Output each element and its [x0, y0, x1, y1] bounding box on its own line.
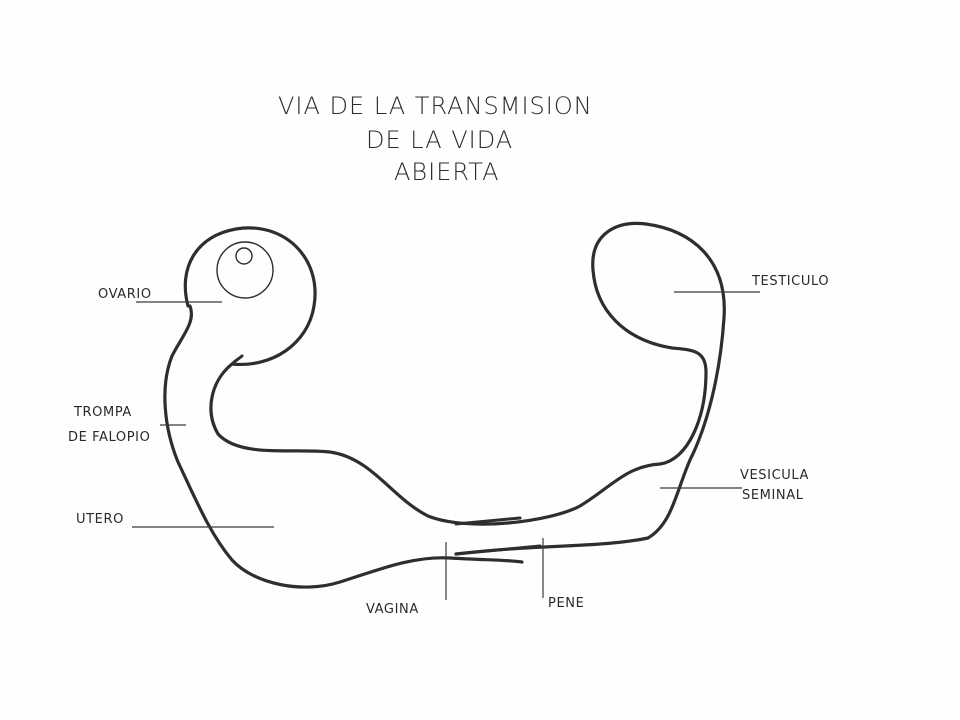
ovum-circle: [235, 247, 253, 265]
label-testiculo: TESTICULO: [752, 274, 830, 289]
junction-upper-line: [454, 516, 522, 526]
title-line-2: DE LA VIDA: [366, 126, 514, 154]
label-utero: UTERO: [76, 512, 124, 527]
label-trompa-line2: DE FALOPIO: [68, 430, 151, 445]
title-line-3: ABIERTA: [394, 158, 500, 186]
junction-lower-line: [454, 544, 542, 556]
title-line-1: VIA DE LA TRANSMISION: [278, 92, 593, 120]
ovary-follicle-circle: [216, 241, 274, 299]
female-inner-contour: [163, 304, 524, 589]
label-vesicula-line2: SEMINAL: [742, 488, 804, 503]
label-trompa-line1: TROMPA: [74, 405, 132, 420]
label-ovario: OVARIO: [98, 287, 152, 302]
female-outer-contour: [183, 221, 726, 556]
label-pene: PENE: [548, 596, 585, 611]
label-vesicula-line1: VESICULA: [740, 468, 810, 483]
tube-opening-hook: [230, 354, 244, 366]
label-vagina: VAGINA: [366, 602, 419, 617]
